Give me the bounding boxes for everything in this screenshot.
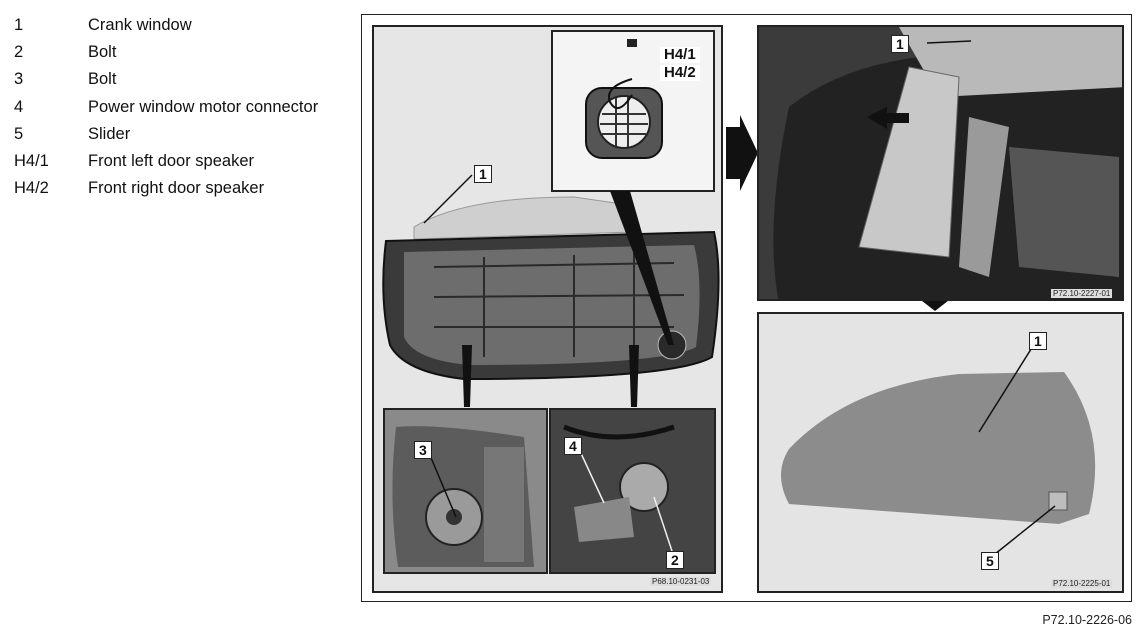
legend-row: 2 Bolt [14, 39, 318, 66]
removal-detail-illustration [773, 27, 1122, 299]
legend-key: 2 [14, 43, 24, 62]
legend-row: 3 Bolt [14, 66, 318, 93]
window-glass-illustration [781, 345, 1096, 555]
top-right-panel-code: P72.10-2227-01 [1051, 289, 1113, 298]
legend-key: 3 [14, 70, 24, 89]
figure-code: P72.10-2226-06 [1042, 613, 1132, 627]
door-overview-illustration [382, 30, 720, 574]
legend-key: H4/1 [14, 152, 49, 171]
legend-key: H4/2 [14, 179, 49, 198]
callout-label-h4-2: H4/2 [660, 65, 700, 81]
legend-text: Front right door speaker [88, 179, 265, 198]
callout-label-2: 2 [666, 551, 684, 569]
legend-text: Bolt [88, 70, 117, 89]
legend-text: Power window motor connector [88, 97, 319, 116]
legend-text: Slider [88, 124, 131, 143]
left-panel-code: P68.10-0231-03 [650, 577, 712, 586]
legend-key: 1 [14, 16, 24, 34]
callout-label-1: 1 [1029, 332, 1047, 350]
legend-row: H4/2 Front right door speaker [14, 175, 318, 202]
callout-label-5: 5 [981, 552, 999, 570]
legend-row: H4/1 Front left door speaker [14, 148, 318, 175]
legend-row: 1 Crank window [14, 12, 318, 39]
left-arrow-icon [867, 107, 909, 129]
callout-label-h4-1: H4/1 [660, 47, 700, 63]
right-arrow-icon [726, 115, 758, 191]
legend-key: 4 [14, 97, 24, 116]
figure: 1 H4/1 H4/2 3 4 2 P68.10-0231-03 1 P72.1… [361, 14, 1132, 602]
callout-label-3: 3 [414, 441, 432, 459]
bottom-right-panel-code: P72.10-2225-01 [1051, 579, 1113, 588]
legend-row: 4 Power window motor connector [14, 94, 318, 121]
callout-label-4: 4 [564, 437, 582, 455]
callout-label-1: 1 [474, 165, 492, 183]
removal-detail-panel: 1 P72.10-2227-01 [757, 25, 1124, 301]
legend-row: 5 Slider [14, 121, 318, 148]
door-overview-panel: 1 H4/1 H4/2 3 4 2 P68.10-0231-03 [372, 25, 723, 593]
legend-text: Crank window [88, 16, 192, 34]
window-glass-panel: 1 5 P72.10-2225-01 [757, 312, 1124, 593]
legend-key: 5 [14, 124, 24, 143]
callout-label-1: 1 [891, 35, 909, 53]
legend-text: Bolt [88, 43, 117, 62]
legend-text: Front left door speaker [88, 152, 254, 171]
